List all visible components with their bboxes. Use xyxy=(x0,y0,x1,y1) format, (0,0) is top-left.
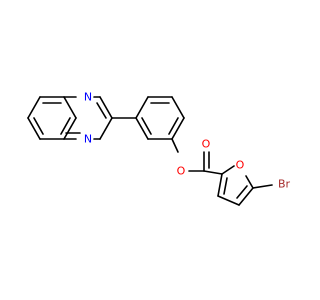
bond xyxy=(96,102,107,119)
bond xyxy=(27,117,41,140)
bond xyxy=(245,175,254,189)
molecule-structure: N N O O O Br xyxy=(27,90,292,206)
bond xyxy=(99,117,113,140)
bond-lines xyxy=(27,96,273,206)
o-atom-furan: O xyxy=(235,158,245,172)
bond xyxy=(141,117,152,135)
br-atom: Br xyxy=(276,177,292,191)
bond xyxy=(27,96,41,119)
n-atom-bottom: N xyxy=(83,132,93,146)
bond xyxy=(238,187,254,206)
bond xyxy=(99,96,113,119)
bond xyxy=(171,117,185,140)
bond xyxy=(135,117,149,140)
bond xyxy=(223,177,228,195)
bond xyxy=(236,185,248,199)
atom-label-background xyxy=(201,137,211,151)
atom-label: Br xyxy=(278,178,291,191)
o-atom-ester: O xyxy=(176,164,186,178)
bond xyxy=(135,96,149,119)
n-atom-top: N xyxy=(83,90,93,104)
bond xyxy=(63,96,77,119)
bond xyxy=(252,184,273,189)
atom-label-background xyxy=(176,164,186,178)
atom-label: O xyxy=(236,159,245,172)
bond xyxy=(217,195,240,206)
bond xyxy=(63,117,77,140)
bond xyxy=(171,138,179,153)
atom-label-background xyxy=(235,158,245,172)
bond xyxy=(203,170,223,175)
atom-label-background xyxy=(83,90,93,104)
bond xyxy=(171,96,185,119)
atom-label: N xyxy=(84,91,92,104)
atom-label-background xyxy=(276,177,292,191)
atom-label: O xyxy=(177,165,186,178)
atom-label-background xyxy=(83,132,93,146)
bond xyxy=(60,117,71,135)
bond xyxy=(217,173,223,197)
o-atom-carbonyl: O xyxy=(201,137,211,151)
atom-label: N xyxy=(84,133,92,146)
bond xyxy=(221,165,235,175)
atom-label: O xyxy=(202,138,211,151)
bond xyxy=(33,117,44,135)
atom-labels: N N O O O Br xyxy=(83,90,292,191)
bond xyxy=(168,117,179,135)
